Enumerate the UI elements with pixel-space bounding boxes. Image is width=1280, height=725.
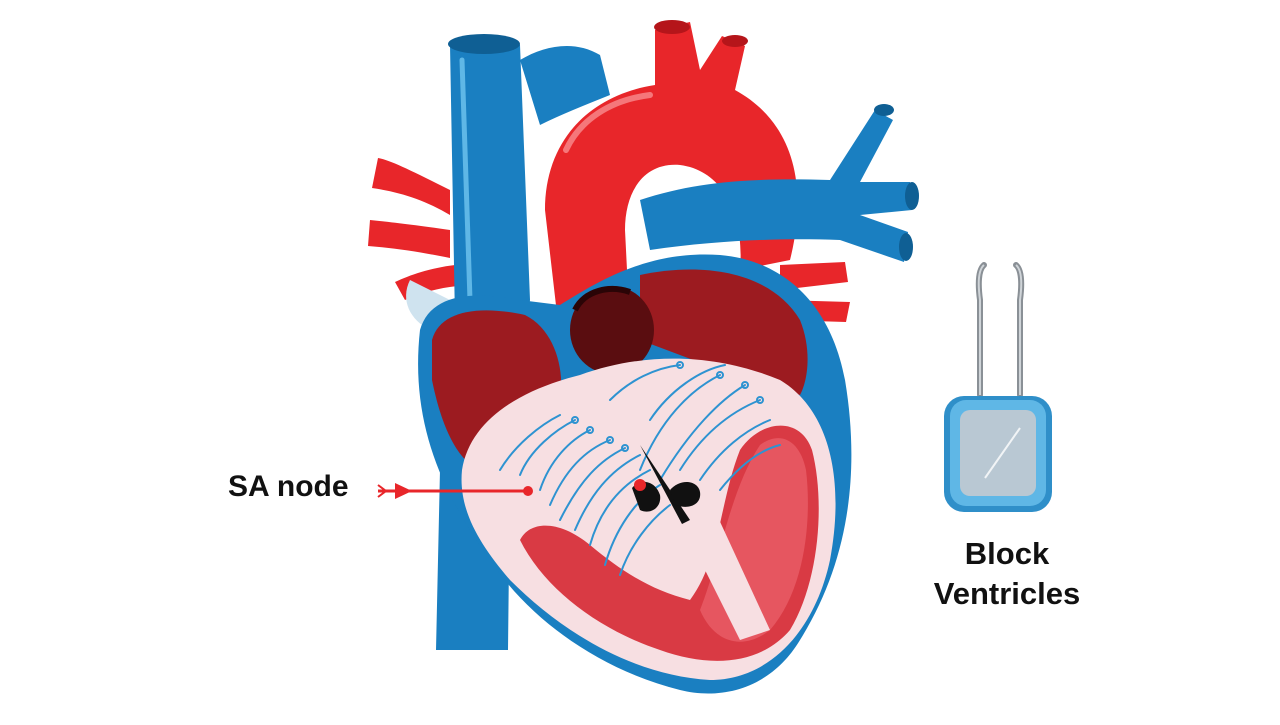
- device-label: Block Ventricles: [902, 534, 1112, 614]
- heart-body: [418, 254, 852, 694]
- aorta: [545, 20, 798, 340]
- av-node-marks: [632, 445, 701, 524]
- device-label-line1: Block: [964, 536, 1050, 571]
- pointer-arrow-icon: [377, 483, 533, 499]
- pacemaker-device-icon: [944, 262, 1052, 512]
- device-label-line2: Ventricles: [933, 576, 1081, 611]
- left-red-vessels: [368, 158, 458, 330]
- pulmonary-trunk: [520, 45, 610, 126]
- sa-node-label: SA node: [228, 470, 349, 503]
- pulmonary-artery: [640, 104, 919, 262]
